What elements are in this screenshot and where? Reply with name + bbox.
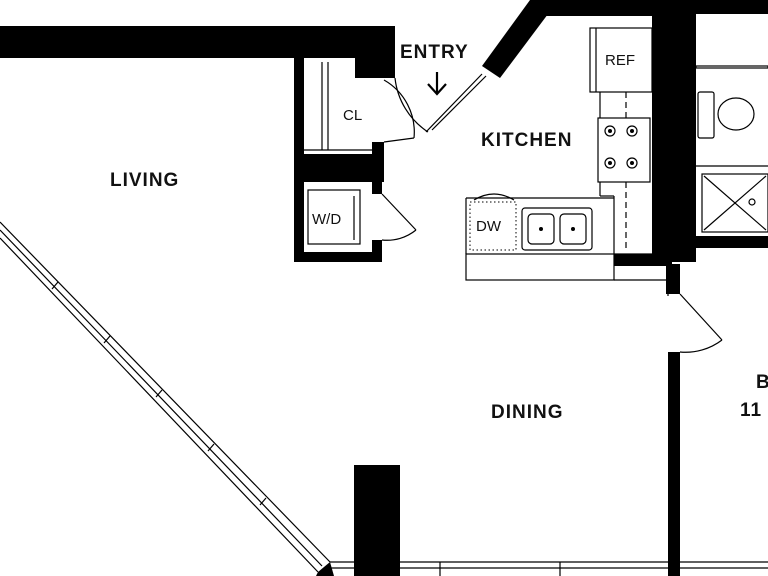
closet (304, 62, 415, 151)
fixture-label-refrigerator: REF (605, 52, 635, 69)
kitchen-fixtures (465, 27, 669, 296)
fixture-label-dishwasher: DW (476, 218, 502, 235)
bedroom-door (679, 293, 723, 353)
arrow-down-icon (427, 72, 447, 96)
bathroom-fixtures (695, 65, 768, 233)
fixture-label-closet: CL (343, 107, 362, 124)
entry-door (394, 73, 487, 133)
washer-dryer-closet (307, 189, 417, 245)
fixture-label-washer-dryer: W/D (312, 211, 341, 228)
room-label-kitchen: KITCHEN (481, 130, 572, 151)
room-dimensions-bedroom: 11 (740, 400, 762, 421)
room-label-bedroom: B (756, 372, 768, 393)
room-label-living: LIVING (110, 170, 179, 191)
windows (0, 221, 768, 576)
room-label-entry: ENTRY (400, 42, 469, 63)
room-label-dining: DINING (491, 402, 564, 423)
